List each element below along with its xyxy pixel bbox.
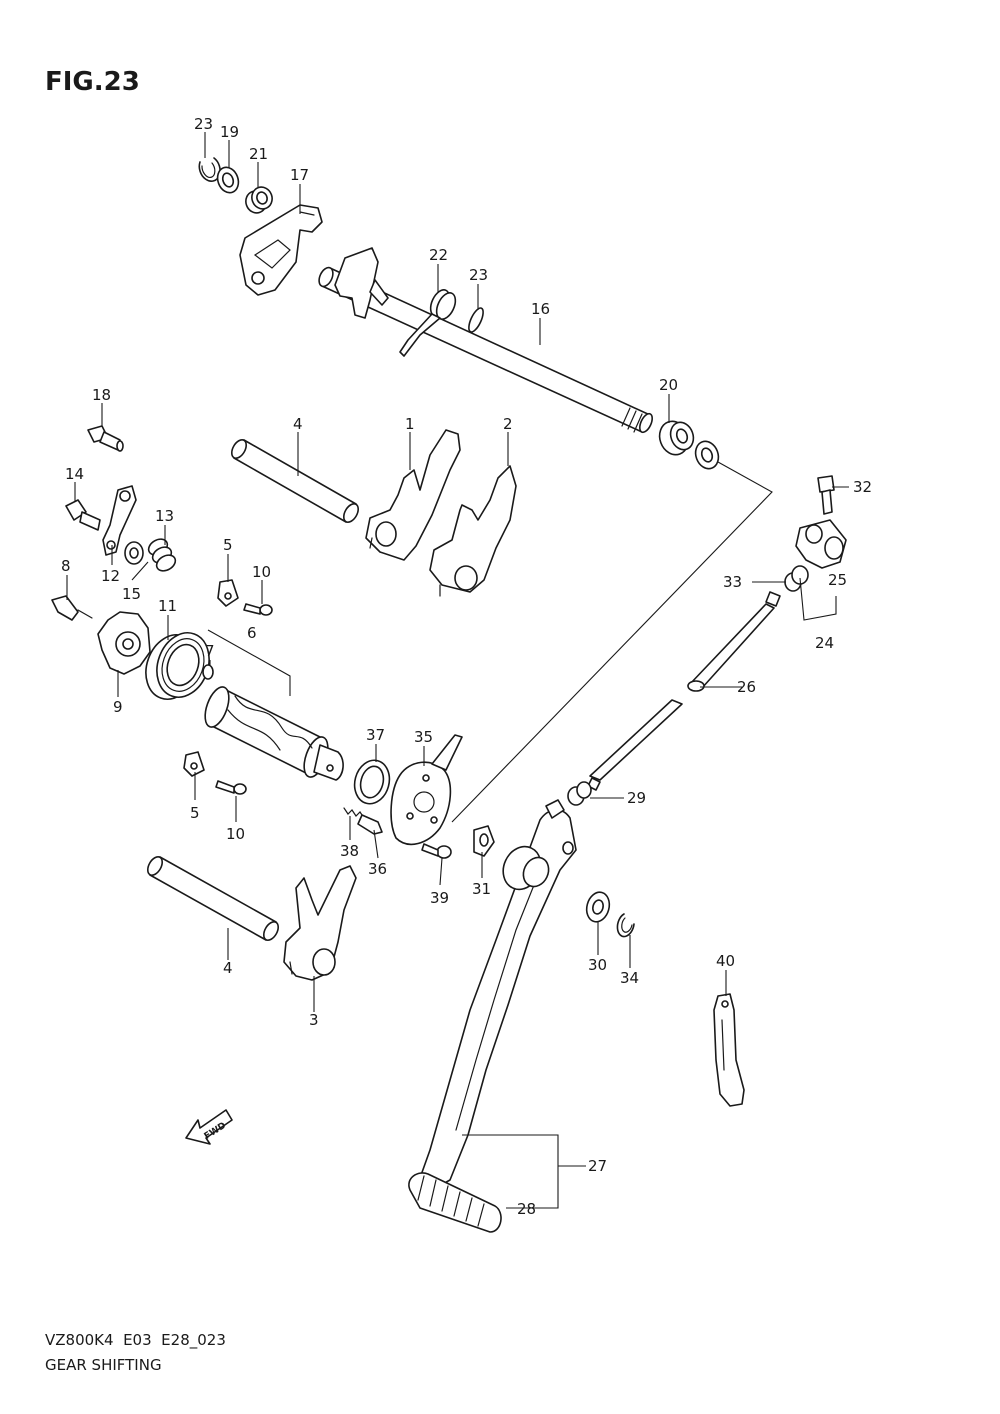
label-14: 14 xyxy=(65,465,84,483)
gearshift-cam-part xyxy=(204,686,344,781)
label-24: 24 xyxy=(815,634,834,652)
lock-nut-upper-part xyxy=(784,565,809,592)
cam-driven-gear-part xyxy=(97,611,151,675)
label-19: 19 xyxy=(220,123,239,141)
label-40: 40 xyxy=(716,952,735,970)
leader-24 xyxy=(799,577,837,621)
figure-caption: GEAR SHIFTING xyxy=(45,1356,162,1374)
pedal-washer-part xyxy=(473,825,495,857)
label-30: 30 xyxy=(588,956,607,974)
figure-title: FIG.23 xyxy=(45,67,140,97)
pedal-rubber-part xyxy=(408,1172,502,1233)
cam-drive-plate-part xyxy=(390,734,463,846)
label-23: 23 xyxy=(194,115,213,133)
label-18: 18 xyxy=(92,386,111,404)
label-6: 6 xyxy=(247,624,257,642)
plate-screw-part xyxy=(421,843,452,859)
lever-washer-part xyxy=(124,541,144,565)
label-13: 13 xyxy=(155,507,174,525)
label-37: 37 xyxy=(366,726,385,744)
return-spring-part xyxy=(399,289,457,357)
rod-joint-upper-part xyxy=(795,519,847,569)
lever-washer-lower-part xyxy=(585,891,611,923)
washer-part xyxy=(216,166,240,194)
circlip-part xyxy=(198,157,221,182)
stopper-spring-part xyxy=(147,538,177,572)
shaft-washer-part xyxy=(694,440,720,470)
lever-circlip-part xyxy=(616,913,635,938)
label-32: 32 xyxy=(853,478,872,496)
label-7: 7 xyxy=(205,642,215,660)
leader-6 xyxy=(207,629,291,696)
label-34: 34 xyxy=(620,969,639,987)
fwd-arrow-icon: FWD xyxy=(185,1109,233,1145)
label-25: 25 xyxy=(828,571,847,589)
label-20: 20 xyxy=(659,376,678,394)
label-12: 12 xyxy=(101,567,120,585)
label-39: 39 xyxy=(430,889,449,907)
label-1: 1 xyxy=(405,415,415,433)
label-5b: 5 xyxy=(190,804,200,822)
shaft-circlip-part xyxy=(468,307,484,333)
label-9: 9 xyxy=(113,698,123,716)
label-36: 36 xyxy=(368,860,387,878)
cam-pin-part xyxy=(51,595,93,621)
label-10b: 10 xyxy=(226,825,245,843)
label-28: 28 xyxy=(517,1200,536,1218)
plug-bolt-part xyxy=(87,425,124,452)
o-ring-part xyxy=(353,759,391,805)
tool-wrench-part xyxy=(713,993,745,1107)
part-labels: 23 19 21 17 22 23 16 20 18 14 4 1 2 13 1… xyxy=(61,115,872,1218)
shift-shaft-part xyxy=(318,266,653,434)
label-15: 15 xyxy=(122,585,141,603)
oil-seal-part xyxy=(658,420,695,456)
label-31: 31 xyxy=(472,880,491,898)
shift-fork-1-part xyxy=(365,429,461,561)
label-35: 35 xyxy=(414,728,433,746)
fork-shaft-upper-part xyxy=(230,439,360,523)
shift-lever-plate-part xyxy=(239,204,323,296)
bushing-part xyxy=(245,186,273,214)
label-26: 26 xyxy=(737,678,756,696)
linkage-line xyxy=(451,461,773,823)
model-code: VZ800K4 E03 E28_023 xyxy=(45,1331,226,1350)
shift-fork-2-part xyxy=(429,465,517,597)
screw-upper-part xyxy=(243,603,273,616)
stopper-bolt-part xyxy=(65,499,101,531)
cam-plate-lower-part xyxy=(183,751,205,777)
fork-shaft-lower-part xyxy=(146,856,280,941)
label-10a: 10 xyxy=(252,563,271,581)
label-16: 16 xyxy=(531,300,550,318)
leader-lines xyxy=(66,132,849,1209)
cam-plate-upper-part xyxy=(217,579,239,607)
shift-rod-part xyxy=(587,591,781,791)
shift-fork-3-part xyxy=(283,865,357,981)
pawl-spring-part xyxy=(343,807,365,819)
label-8: 8 xyxy=(61,557,71,575)
label-22: 22 xyxy=(429,246,448,264)
label-29: 29 xyxy=(627,789,646,807)
label-4a: 4 xyxy=(293,415,303,433)
dowel-pin-part xyxy=(202,664,214,680)
label-23b: 23 xyxy=(469,266,488,284)
label-4b: 4 xyxy=(223,959,233,977)
stopper-lever-part xyxy=(102,485,137,556)
label-2: 2 xyxy=(503,415,513,433)
bearing-part xyxy=(145,632,210,700)
label-21: 21 xyxy=(249,145,268,163)
label-27: 27 xyxy=(588,1157,607,1175)
joint-bolt-part xyxy=(817,475,835,515)
label-33: 33 xyxy=(723,573,742,591)
shift-arm-part xyxy=(334,247,389,319)
label-3: 3 xyxy=(309,1011,319,1029)
pawl-part xyxy=(357,814,383,835)
lock-nut-lower-part xyxy=(567,781,592,806)
label-11: 11 xyxy=(158,597,177,615)
label-38: 38 xyxy=(340,842,359,860)
label-17: 17 xyxy=(290,166,309,184)
screw-lower-part xyxy=(215,780,247,795)
gearshift-lever-part xyxy=(419,799,577,1191)
label-5a: 5 xyxy=(223,536,233,554)
